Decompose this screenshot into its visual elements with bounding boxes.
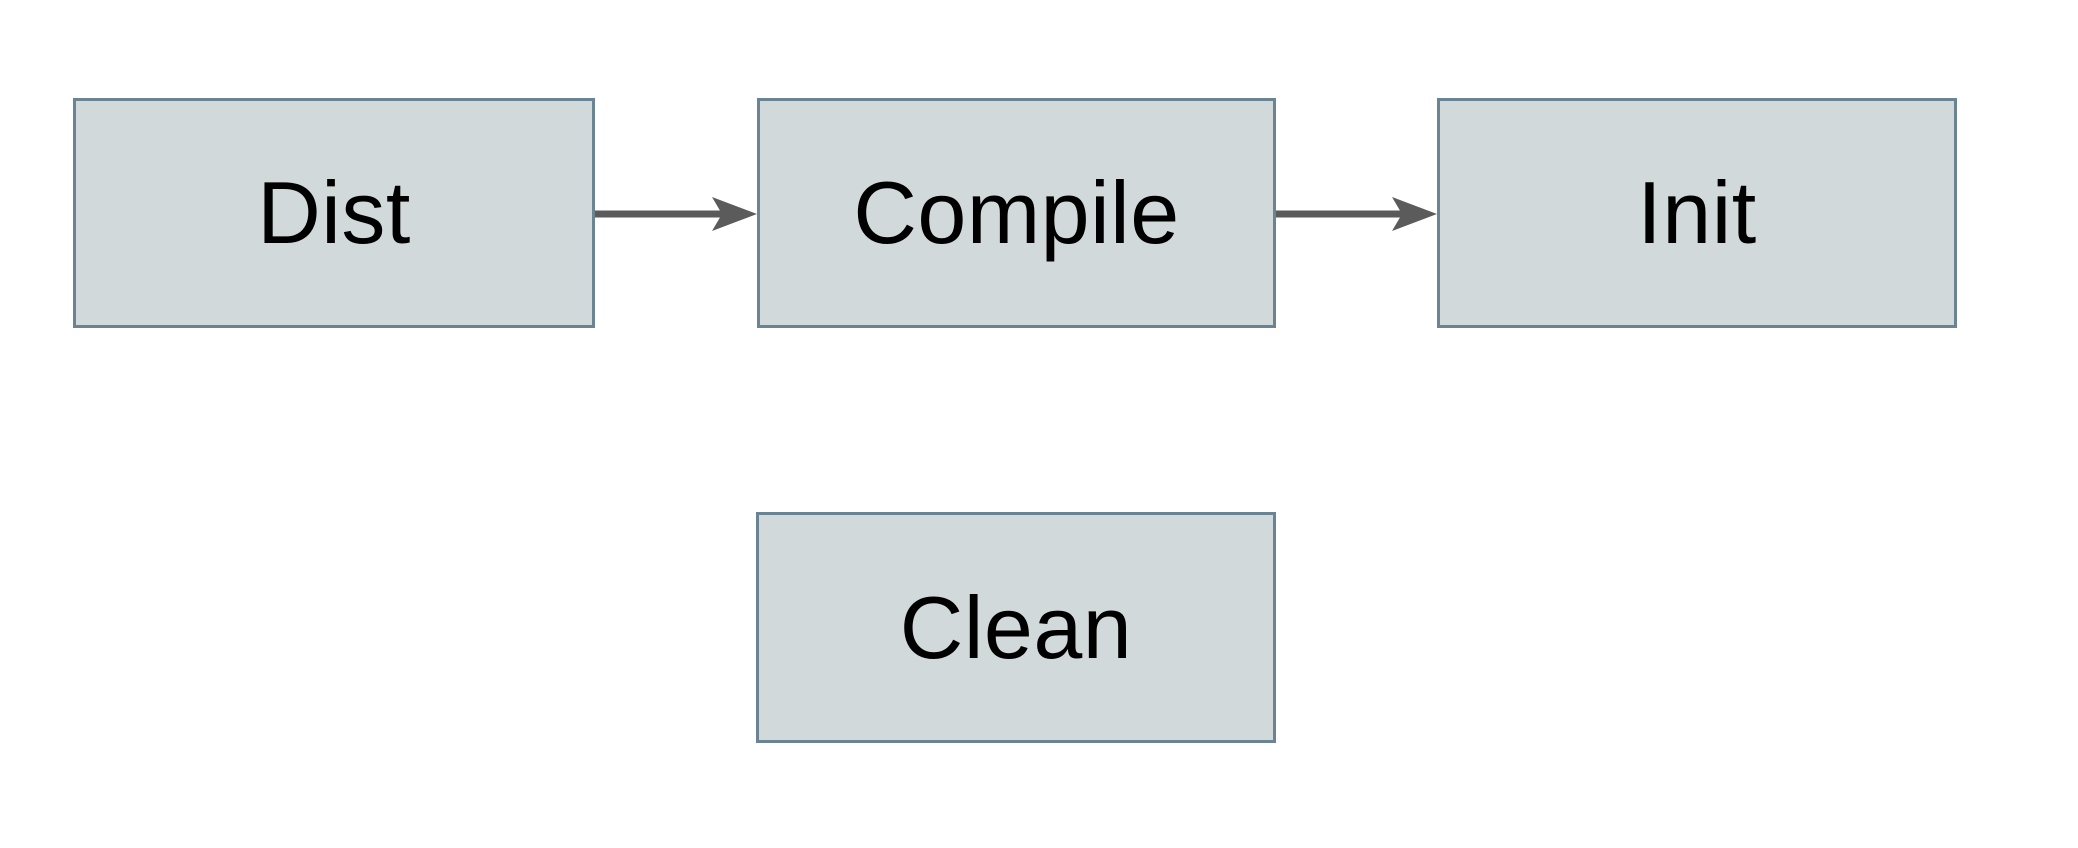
node-init-label: Init xyxy=(1637,163,1757,262)
node-clean-label: Clean xyxy=(899,577,1133,677)
arrow-dist-to-compile xyxy=(595,197,757,231)
arrow-compile-to-init-head-icon xyxy=(1392,197,1437,231)
node-compile-label: Compile xyxy=(853,163,1180,262)
node-dist: Dist xyxy=(73,98,595,328)
node-compile: Compile xyxy=(757,98,1276,328)
node-clean: Clean xyxy=(756,512,1276,743)
arrow-dist-to-compile-head-icon xyxy=(712,197,757,231)
node-dist-label: Dist xyxy=(257,163,411,262)
node-init: Init xyxy=(1437,98,1957,328)
arrow-compile-to-init xyxy=(1276,197,1437,231)
